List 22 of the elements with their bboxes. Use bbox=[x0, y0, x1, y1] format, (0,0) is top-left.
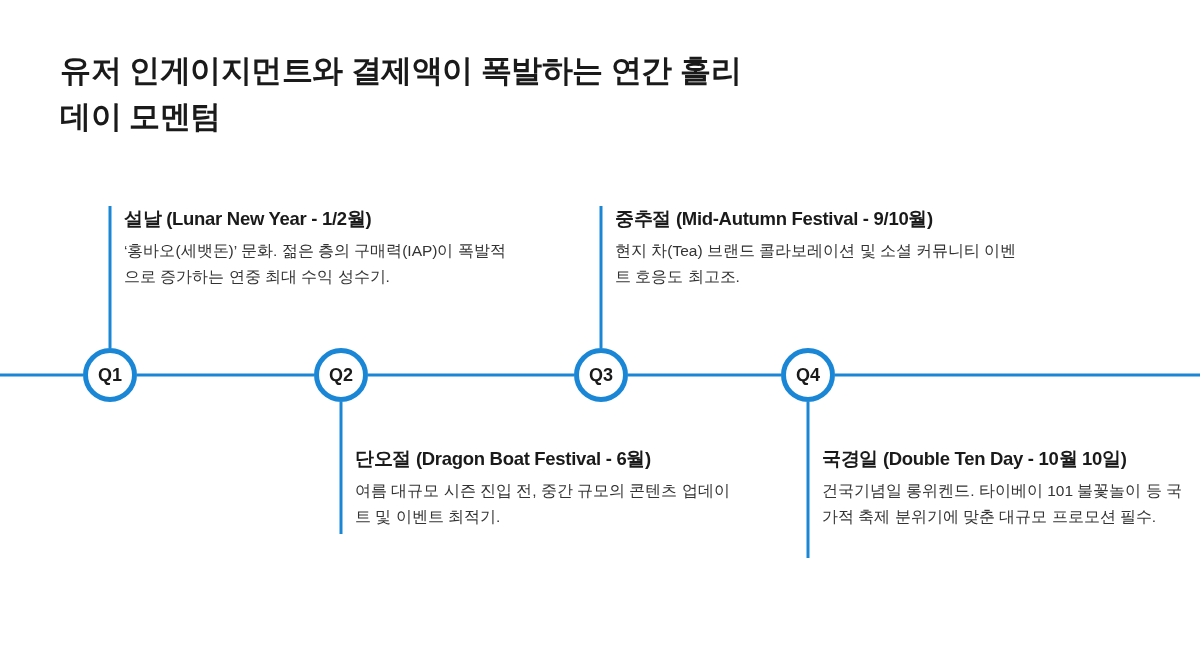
timeline-line bbox=[835, 373, 1200, 377]
timeline-line bbox=[0, 373, 83, 377]
timeline-line bbox=[137, 373, 314, 377]
quarter-circle: Q4 bbox=[781, 348, 835, 402]
holiday-description: 건국기념일 롱위켄드. 타이베이 101 불꽃놀이 등 국가적 축제 분위기에 맞춘 대규모 프로모션 필수. bbox=[822, 481, 1183, 527]
timeline-line bbox=[108, 206, 112, 348]
quarter-circle: Q3 bbox=[574, 348, 628, 402]
holiday-heading: 중추절 (Mid-Autumn Festival - 9/10월) bbox=[615, 207, 934, 231]
quarter-circle: Q1 bbox=[83, 348, 137, 402]
holiday-heading: 국경일 (Double Ten Day - 10월 10일) bbox=[822, 447, 1128, 471]
holiday-heading: 설날 (Lunar New Year - 1/2월) bbox=[124, 207, 373, 231]
quarter-circle: Q2 bbox=[314, 348, 368, 402]
timeline-line bbox=[599, 206, 603, 348]
holiday-description: 여름 대규모 시즌 진입 전, 중간 규모의 콘텐츠 업데이트 및 이벤트 최적기. bbox=[355, 481, 731, 527]
title: 유저 인게이지먼트와 결제액이 폭발하는 연간 홀리데이 모멘텀 bbox=[60, 52, 743, 136]
holiday-description: 현지 차(Tea) 브랜드 콜라보레이션 및 소셜 커뮤니티 이벤트 호응도 최고조. bbox=[615, 241, 1018, 287]
holiday-heading: 단오절 (Dragon Boat Festival - 6월) bbox=[355, 447, 652, 471]
holiday-description: ‘홍바오(세뱃돈)’ 문화. 젊은 층의 구매력(IAP)이 폭발적으로 증가하는 연중 최대 수익 성수기. bbox=[124, 241, 507, 287]
timeline-line bbox=[628, 373, 781, 377]
timeline-line bbox=[339, 402, 343, 534]
timeline-line bbox=[368, 373, 574, 377]
timeline-line bbox=[806, 402, 810, 558]
